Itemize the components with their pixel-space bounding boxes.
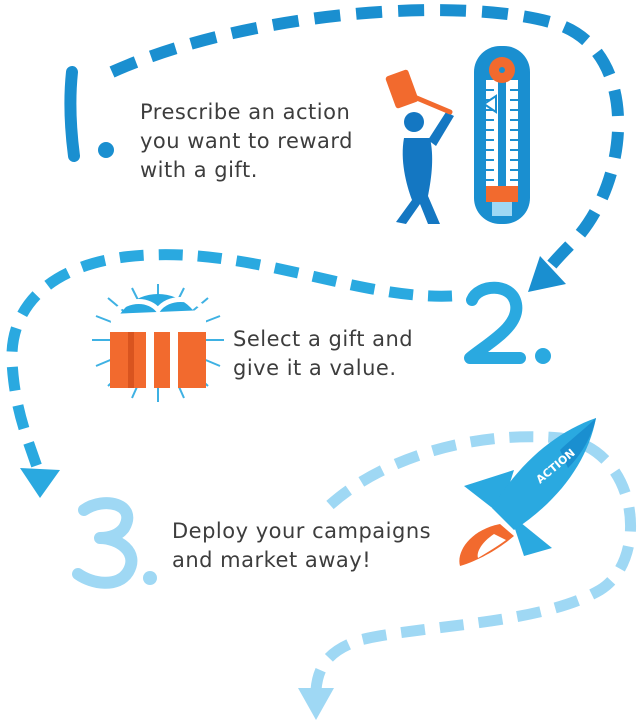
step2-numeral-graphic [464,281,551,364]
step1-numeral-graphic [64,66,114,162]
step1-line3: with a gift. [140,158,258,182]
arrowhead-step3 [20,468,60,498]
step1-description: Prescribe an action you want to reward w… [140,98,353,185]
gift-box-icon [92,284,224,402]
arrowhead-step2 [528,256,566,292]
dashed-path-step1-to-step2 [109,4,625,284]
step1-line1: Prescribe an action [140,100,351,124]
step1-line2: you want to reward [140,129,354,153]
step2-description: Select a gift and give it a value. [233,325,413,383]
step3-description: Deploy your campaigns and market away! [172,517,431,575]
figure-with-hammer-icon [385,69,454,224]
rocket-icon: ACTION [459,418,596,566]
dashed-path-step2-to-step3 [6,249,453,472]
hammer-strength-tester-icon [474,46,530,224]
step2-line2: give it a value. [233,356,397,380]
arrowhead-end [298,688,334,720]
step3-line1: Deploy your campaigns [172,519,432,543]
step3-numeral-graphic [72,497,157,589]
step3-line2: and market away! [172,548,372,572]
step2-line1: Select a gift and [233,327,414,351]
